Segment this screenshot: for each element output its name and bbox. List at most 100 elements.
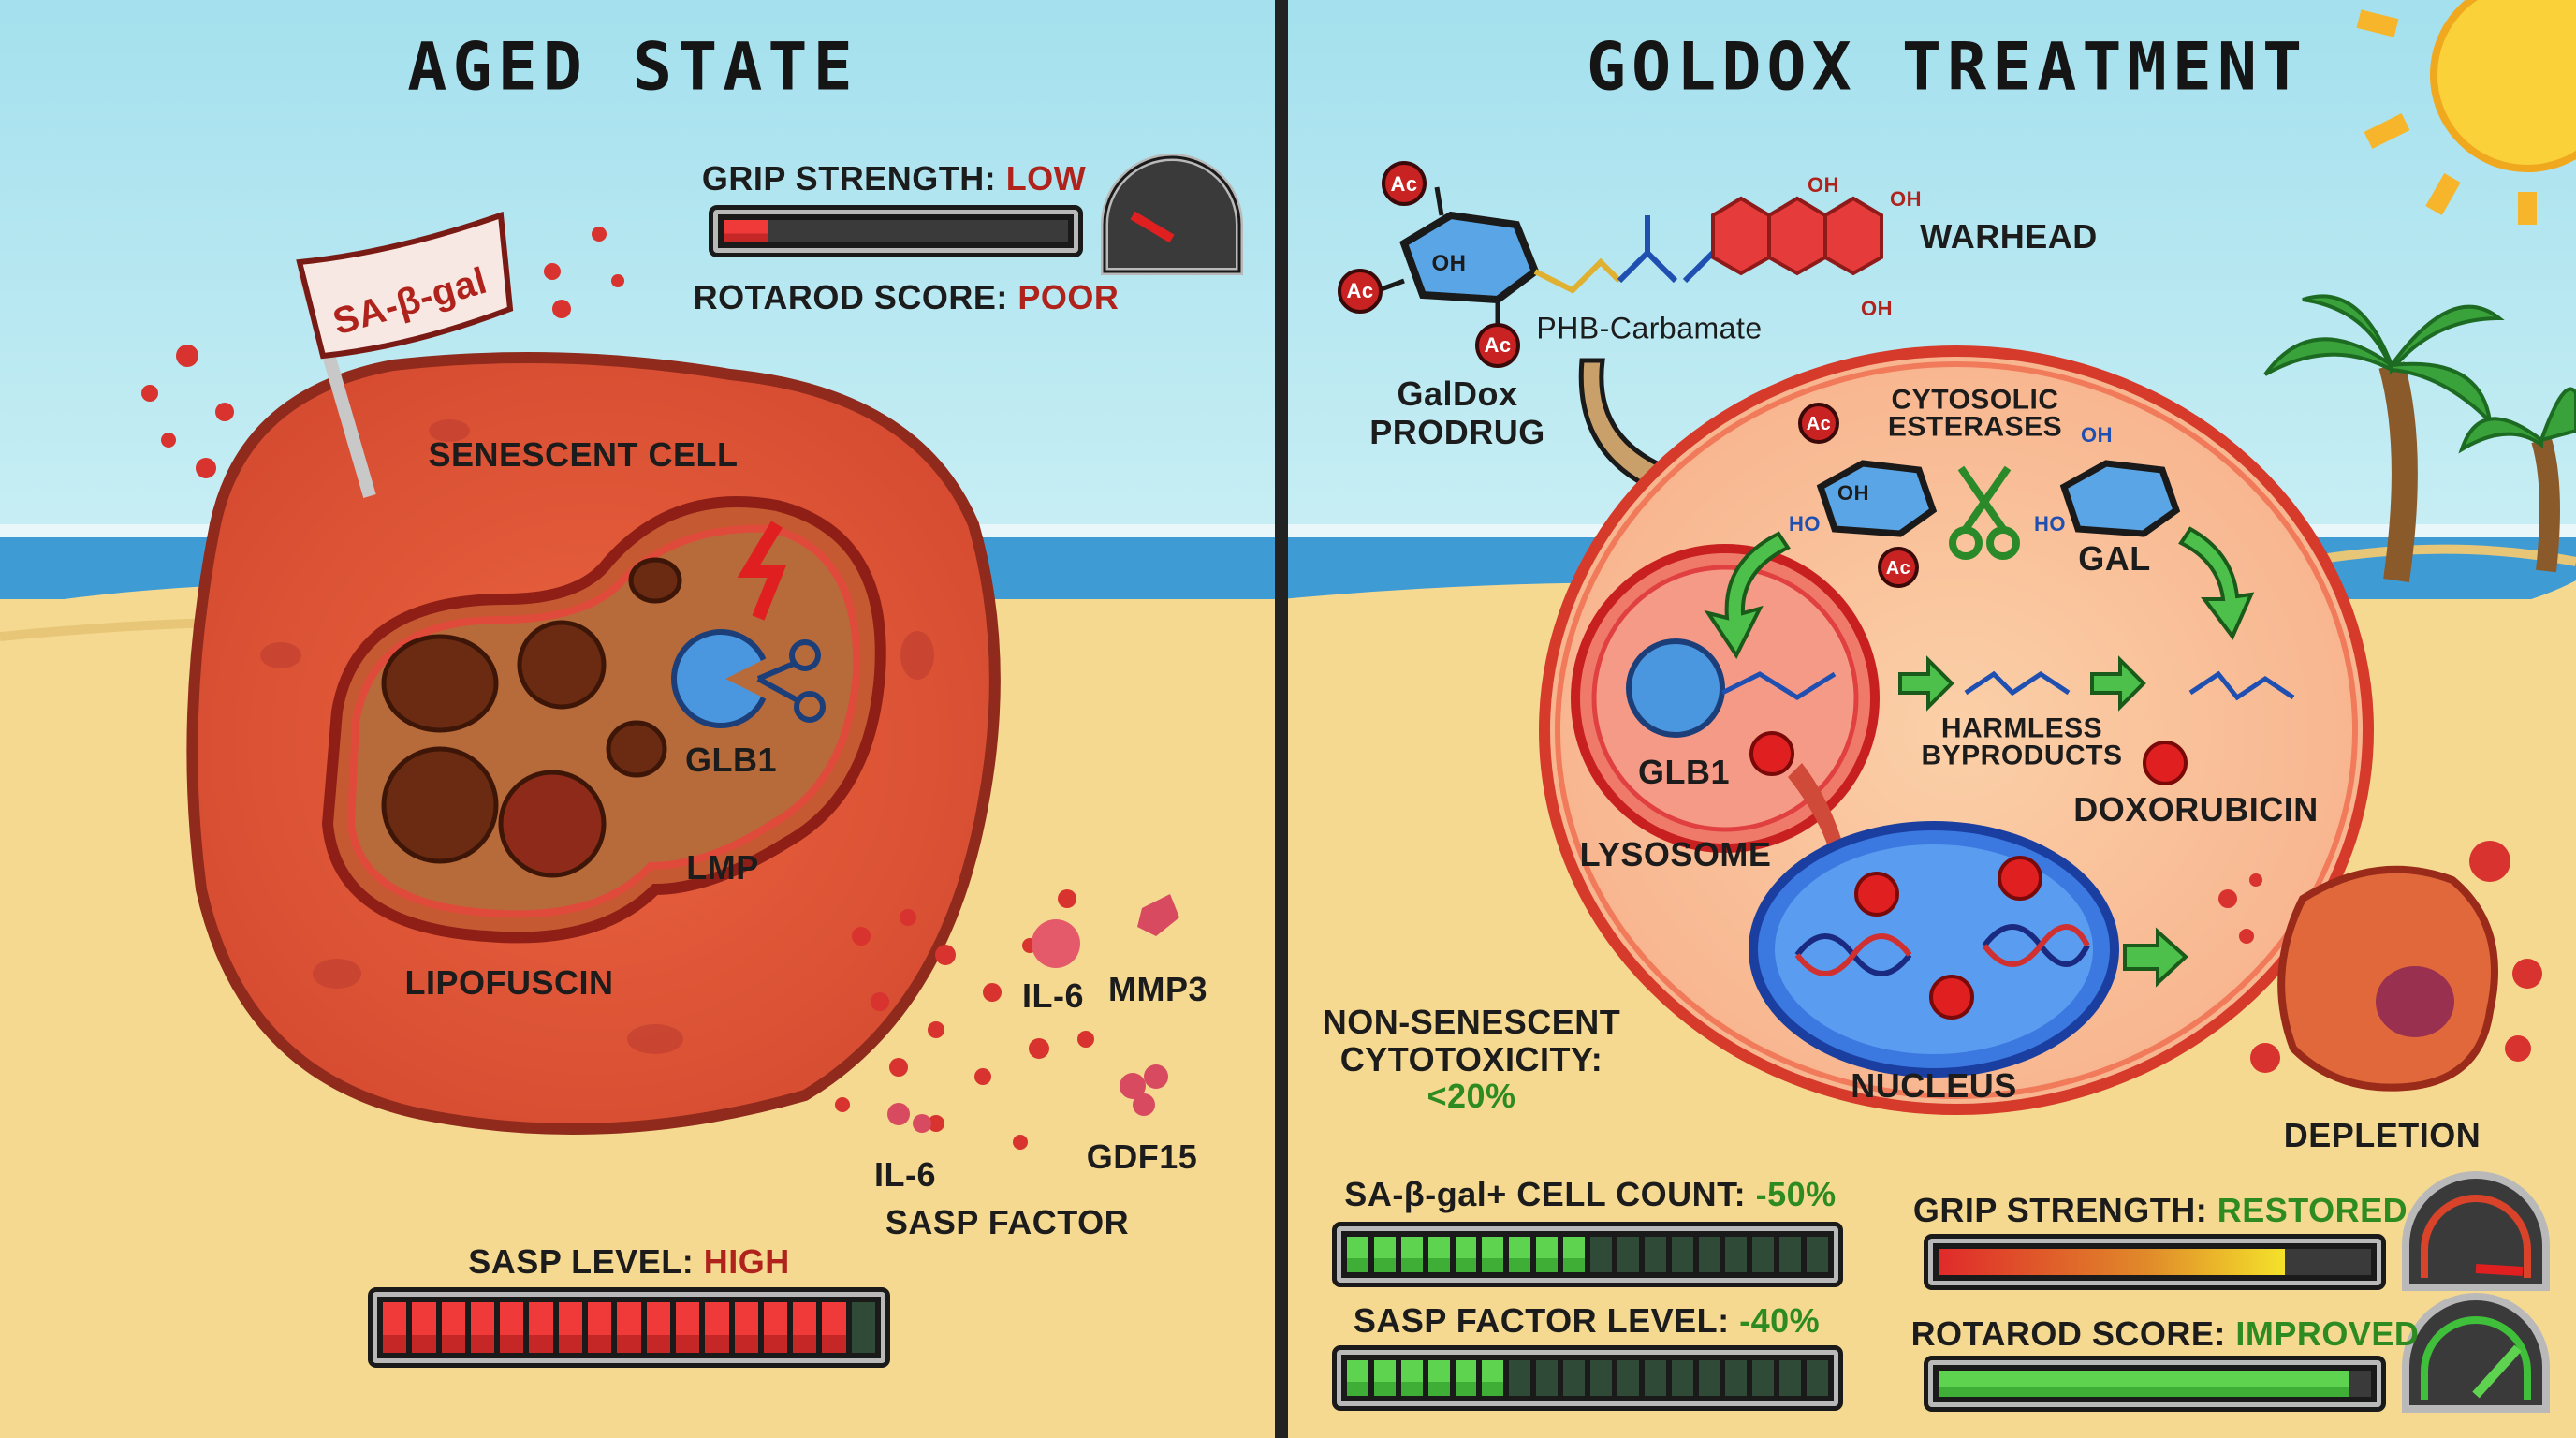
sasp-factor-value: -40% xyxy=(1739,1301,1821,1341)
bar-segment xyxy=(1698,1237,1720,1272)
cell-count-text: SA-β-gal+ CELL COUNT: xyxy=(1344,1175,1747,1214)
cell-count-value: -50% xyxy=(1755,1175,1837,1214)
senescent-cell-label: SENESCENT CELL xyxy=(428,435,739,475)
grip-gauge-right xyxy=(2402,1171,2550,1291)
byproduct-fragments xyxy=(1964,670,2295,701)
goldox-treatment-title: GOLDOX TREATMENT xyxy=(1586,28,2308,106)
grip-strength-label-right: GRIP STRENGTH: RESTORED xyxy=(1913,1192,2408,1229)
bar-segment xyxy=(851,1302,876,1353)
ho-label: HO xyxy=(2034,511,2066,536)
doxorubicin-molecule xyxy=(1749,731,1794,776)
byproducts-label-line2: BYPRODUCTS xyxy=(1921,740,2123,771)
cell-count-label: SA-β-gal+ CELL COUNT: -50% xyxy=(1344,1176,1836,1213)
cytotoxicity-label-line1: NON-SENESCENT xyxy=(1322,1003,1621,1042)
rotarod-label: ROTAROD SCORE: xyxy=(1910,1314,2226,1354)
ho-label: HO xyxy=(1789,511,1821,536)
bar-fill xyxy=(1939,1249,2285,1275)
bar-segment xyxy=(646,1302,670,1353)
bar-segment xyxy=(1590,1360,1612,1396)
byproducts-label-line1: HARMLESS xyxy=(1940,712,2103,744)
bar-segment xyxy=(588,1302,612,1353)
bar-segment xyxy=(1725,1237,1748,1272)
ac-group-icon xyxy=(1338,161,1520,368)
bar-segment xyxy=(529,1302,553,1353)
bar-segment xyxy=(1427,1237,1450,1272)
sasp-factor-level-bar xyxy=(1332,1345,1843,1411)
bar-segment xyxy=(383,1302,407,1353)
warhead-label: WARHEAD xyxy=(1920,217,2098,257)
gdf15-label: GDF15 xyxy=(1086,1137,1198,1177)
rotarod-value: IMPROVED xyxy=(2235,1314,2420,1354)
cell-count-bar xyxy=(1332,1222,1843,1287)
rotarod-score-bar-right xyxy=(1924,1356,2386,1412)
bar-segment xyxy=(1536,1360,1559,1396)
bar-segment xyxy=(1509,1237,1531,1272)
oh-label: OH xyxy=(2081,422,2113,447)
oh-label: OH xyxy=(1890,186,1922,211)
bar-segment xyxy=(470,1302,495,1353)
esterases-label-line2: ESTERASES xyxy=(1887,411,2063,443)
esterase-sugars xyxy=(1798,403,2181,588)
bar-segment xyxy=(793,1302,817,1353)
oh-label: OH xyxy=(1808,172,1839,197)
ac-label: Ac xyxy=(1885,558,1911,579)
lmp-label: LMP xyxy=(686,848,759,888)
sasp-factor-level-label: SASP FACTOR LEVEL: -40% xyxy=(1354,1302,1820,1340)
bar-fill xyxy=(724,220,768,242)
bar-segment xyxy=(1563,1360,1586,1396)
grip-label: GRIP STRENGTH: xyxy=(1912,1191,2208,1230)
bar-segment xyxy=(1482,1237,1504,1272)
bar-segment xyxy=(822,1302,846,1353)
bar-segment xyxy=(1455,1237,1477,1272)
dna-icon xyxy=(1794,924,2090,976)
bar-segment xyxy=(1807,1237,1829,1272)
doxorubicin-molecule xyxy=(2143,741,2188,785)
bar-segment xyxy=(1509,1360,1531,1396)
sasp-label: SASP LEVEL: xyxy=(468,1242,695,1282)
rotarod-label: ROTAROD SCORE: xyxy=(693,278,1008,317)
depleted-cell-debris xyxy=(2218,841,2542,1092)
grip-label: GRIP STRENGTH: xyxy=(701,159,997,198)
process-arrows xyxy=(1704,526,2255,988)
sasp-value: HIGH xyxy=(703,1242,790,1282)
bar-segment xyxy=(1536,1237,1559,1272)
prodrug-label-line2: PRODRUG xyxy=(1369,413,1545,452)
cytotoxicity-label-line2: CYTOTOXICITY: xyxy=(1339,1040,1603,1079)
sasp-factor-text: SASP FACTOR LEVEL: xyxy=(1353,1301,1730,1341)
grip-strength-bar-right xyxy=(1924,1234,2386,1290)
glb1-label-right: GLB1 xyxy=(1637,753,1731,792)
galdox-prodrug-molecule xyxy=(1375,186,1883,328)
bar-segment xyxy=(1347,1237,1368,1272)
ac-label: Ac xyxy=(1346,278,1374,302)
cytotoxicity-value: <20% xyxy=(1427,1077,1516,1116)
ac-group-icon xyxy=(1798,403,1839,444)
bar-segment xyxy=(617,1302,641,1353)
bar-segment xyxy=(1455,1360,1477,1396)
mmp3-label: MMP3 xyxy=(1107,970,1208,1009)
rotarod-score-label-right: ROTAROD SCORE: IMPROVED xyxy=(1911,1315,2420,1353)
bar-segment xyxy=(1400,1237,1423,1272)
bar-segment xyxy=(705,1302,729,1353)
ac-label: Ac xyxy=(1806,414,1832,434)
bar-fill xyxy=(1939,1371,2349,1397)
glb1-enzyme-icon xyxy=(671,629,826,728)
sasp-level-bar xyxy=(368,1287,890,1368)
ac-label: Ac xyxy=(1390,171,1418,196)
grip-strength-label-left: GRIP STRENGTH: LOW xyxy=(702,160,1086,198)
scissors-icon xyxy=(1949,465,2020,560)
bar-track xyxy=(2349,1371,2371,1397)
sasp-level-label: SASP LEVEL: HIGH xyxy=(468,1243,789,1281)
bar-track xyxy=(2284,1249,2371,1275)
ac-label: Ac xyxy=(1484,332,1512,357)
palm-tree-icon xyxy=(2263,294,2576,582)
prodrug-label-line1: GalDox xyxy=(1397,374,1518,414)
warhead-rings-icon xyxy=(1711,196,1883,276)
bar-segment xyxy=(1725,1360,1748,1396)
depletion-label: DEPLETION xyxy=(2283,1116,2481,1155)
il6-label-a: IL-6 xyxy=(1021,976,1085,1016)
ac-group-icon xyxy=(1878,547,1919,588)
rotarod-gauge-right xyxy=(2402,1293,2550,1413)
sasp-particles xyxy=(141,227,1179,1150)
lipofuscin-label: LIPOFUSCIN xyxy=(404,963,614,1003)
bar-segment xyxy=(1644,1360,1666,1396)
